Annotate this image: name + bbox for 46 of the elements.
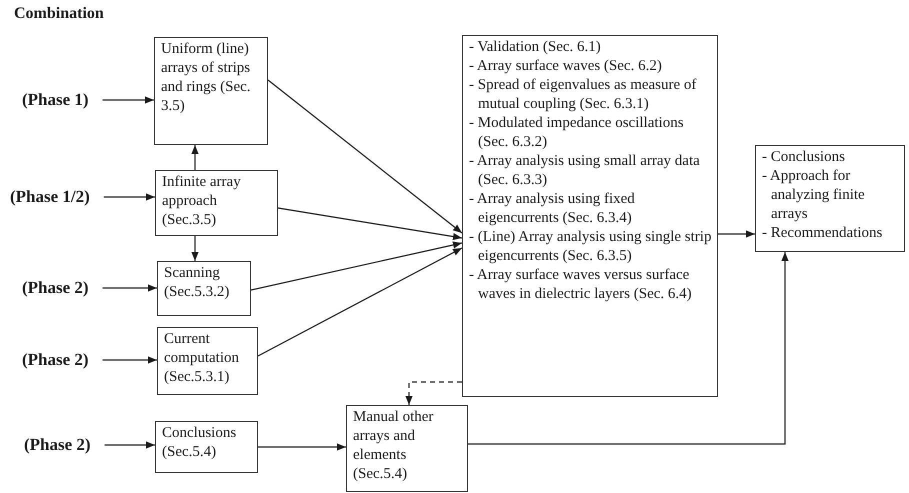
list-item: - Recommendations	[762, 224, 884, 243]
box-text: Uniform (line) arrays of strips and rings (Sec. 3.5)	[161, 40, 252, 116]
list-item: - Array analysis using fixed eigencurrents (Sec. 6.3.4)	[469, 190, 636, 228]
arrow	[191, 145, 199, 170]
list-item: - (Line) Array analysis using single strip eigencurrents (Sec. 6.3.5)	[469, 228, 712, 266]
arrow	[102, 356, 157, 364]
arrow	[718, 230, 755, 238]
process-box	[346, 405, 468, 492]
box-text: Infinite array approach (Sec.3.5)	[162, 173, 242, 230]
process-box	[154, 37, 268, 145]
arrow	[468, 252, 789, 445]
list-box	[755, 145, 905, 252]
box-text: Conclusions (Sec.5.4)	[162, 424, 238, 462]
list-item: - Validation (Sec. 6.1)	[469, 38, 602, 57]
list-item: - Array analysis using small array data (Sec. 6.3.3)	[469, 152, 701, 190]
phase-label: (Phase 2)	[22, 349, 103, 371]
arrow	[104, 193, 155, 201]
dashed-arrow	[405, 381, 462, 405]
diagram-title: Combination	[14, 5, 104, 23]
list-item: - Modulated impedance oscillations (Sec. 6.3.2)	[469, 114, 685, 152]
arrow	[102, 96, 154, 104]
process-box	[157, 327, 258, 395]
arrow	[258, 247, 462, 357]
box-text: Scanning (Sec.5.3.2)	[164, 264, 230, 302]
phase-label: (Phase 1)	[22, 89, 103, 111]
arrow	[278, 207, 462, 240]
process-box	[155, 421, 258, 473]
list-item: - Spread of eigenvalues as measure of mutual coupling (Sec. 6.3.1)	[469, 76, 698, 114]
arrow	[250, 241, 462, 291]
list-item: - Conclusions	[762, 148, 846, 167]
process-box	[157, 261, 251, 316]
arrow	[102, 284, 157, 292]
box-text: Manual other arrays and elements (Sec.5.4)	[353, 408, 434, 484]
phase-label: (Phase 1/2)	[10, 186, 104, 208]
list-item: - Array surface waves (Sec. 6.2)	[469, 57, 663, 76]
phase-label: (Phase 2)	[24, 434, 105, 456]
list-item: - Approach for analyzing finite arrays	[762, 167, 866, 224]
arrow	[104, 441, 155, 449]
arrow	[191, 236, 199, 261]
phase-label: (Phase 2)	[22, 277, 103, 299]
list-item: - Array surface waves versus surface waves in dielectric layers (Sec. 6.4)	[469, 266, 693, 304]
box-text: Current computation (Sec.5.3.1)	[164, 330, 240, 387]
process-box	[155, 170, 278, 236]
list-box	[462, 35, 718, 397]
arrow	[258, 443, 346, 451]
arrow	[268, 80, 462, 234]
